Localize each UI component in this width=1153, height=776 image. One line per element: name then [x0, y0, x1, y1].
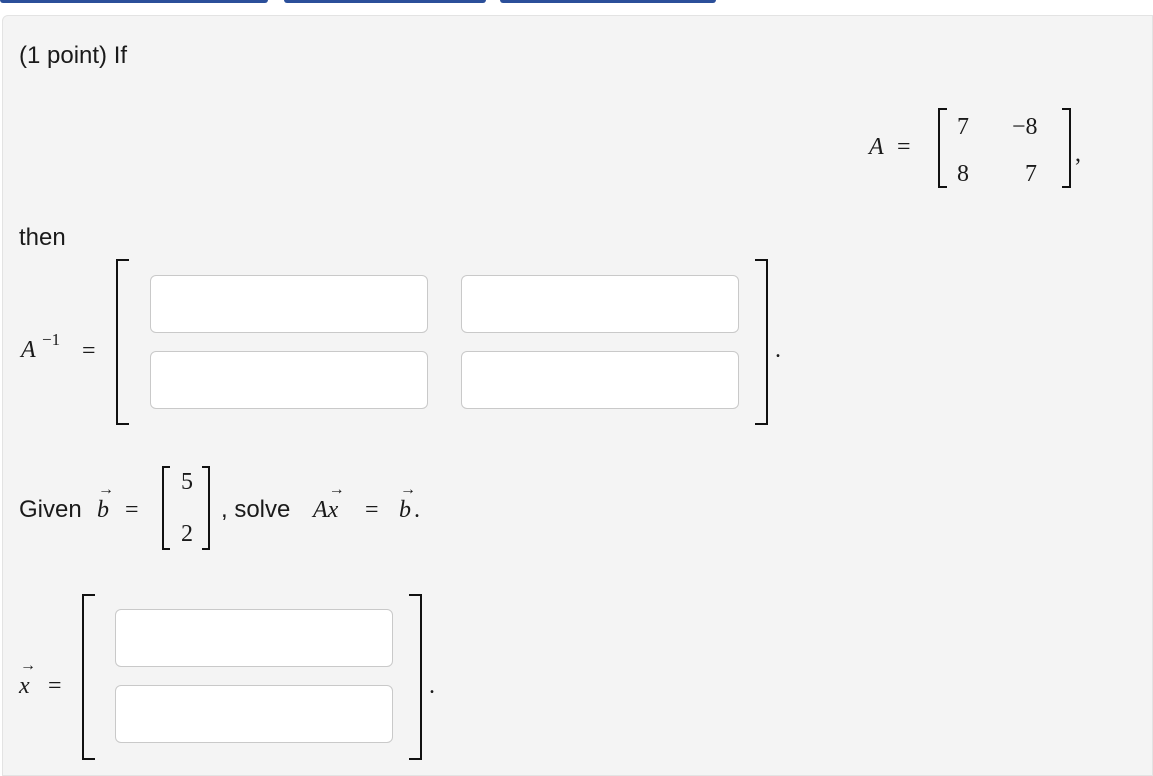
vector-b-entry: 2	[181, 521, 193, 547]
matrix-a-cell: 8	[957, 161, 969, 187]
inverse-entry-2-2[interactable]	[461, 351, 739, 409]
inverse-equals: =	[82, 338, 96, 364]
inverse-right-bracket	[755, 259, 768, 425]
tab-strip	[0, 0, 1153, 4]
solution-equals: =	[48, 673, 62, 699]
equation-rhs: →b	[399, 481, 416, 524]
matrix-a-equals: =	[897, 134, 911, 160]
vector-b-left-bracket	[162, 466, 170, 550]
matrix-a-right-bracket	[1062, 108, 1071, 188]
inverse-period: .	[775, 337, 781, 363]
solution-name: →x	[19, 657, 36, 700]
tab-indicator-3[interactable]	[500, 0, 716, 3]
matrix-a-cell: −8	[1012, 114, 1038, 140]
vector-b-name: →b	[97, 481, 114, 524]
matrix-a-cell: 7	[957, 114, 969, 140]
vector-b-right-bracket	[202, 466, 210, 550]
then-label: then	[19, 224, 66, 251]
vector-arrow-icon: →	[400, 481, 416, 498]
solve-label: , solve	[221, 496, 291, 523]
vector-arrow-icon: →	[98, 481, 114, 498]
vector-arrow-icon: →	[20, 657, 36, 674]
solution-left-bracket	[82, 594, 95, 760]
solution-entry-2[interactable]	[115, 685, 393, 743]
equation-period: .	[414, 497, 420, 523]
equation-lhs: A→x	[313, 481, 345, 524]
solution-entry-1[interactable]	[115, 609, 393, 667]
given-label: Given	[19, 496, 82, 523]
equation-equals: =	[365, 497, 379, 523]
vector-b-equals: =	[125, 497, 139, 523]
vector-b-entry: 5	[181, 469, 193, 495]
inverse-entry-2-1[interactable]	[150, 351, 428, 409]
inverse-entry-1-1[interactable]	[150, 275, 428, 333]
solution-right-bracket	[409, 594, 422, 760]
inverse-entry-1-2[interactable]	[461, 275, 739, 333]
inverse-name: A	[21, 337, 36, 363]
tab-indicator-2[interactable]	[284, 0, 486, 3]
vector-arrow-icon: →	[328, 481, 345, 498]
matrix-a-name: A	[869, 134, 884, 160]
tab-indicator-1[interactable]	[0, 0, 268, 3]
matrix-a-left-bracket	[938, 108, 947, 188]
solution-period: .	[429, 673, 435, 699]
matrix-a-comma: ,	[1075, 141, 1081, 167]
inverse-left-bracket	[116, 259, 129, 425]
inverse-exponent: −1	[42, 330, 61, 349]
matrix-a-cell: 7	[1025, 161, 1037, 187]
problem-intro: (1 point) If	[19, 42, 128, 69]
